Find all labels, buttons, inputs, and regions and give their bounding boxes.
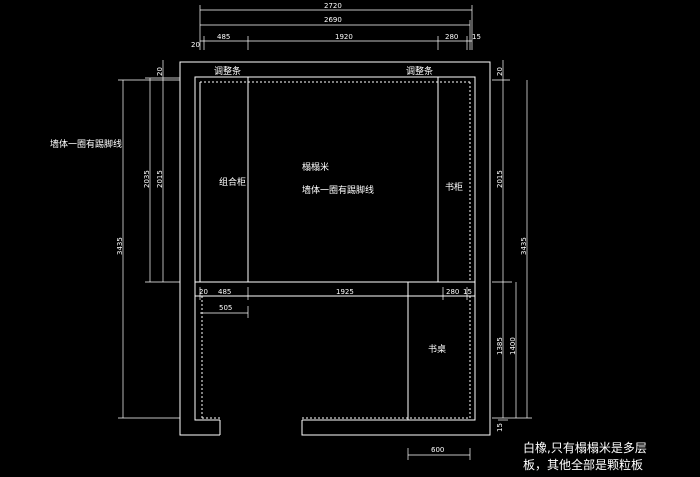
dim-left-a: 2035 xyxy=(143,170,151,188)
label-desk: 书桌 xyxy=(428,343,446,355)
lower-furniture xyxy=(201,282,471,420)
dim-right-a: 2015 xyxy=(496,170,504,188)
dim-mid-seg-5: 15 xyxy=(463,288,472,296)
right-dimensions xyxy=(492,60,532,421)
top-dimensions xyxy=(199,5,473,50)
dim-right-bottom: 15 xyxy=(496,423,504,432)
label-combo-cabinet: 组合柜 xyxy=(219,176,246,188)
dim-left-top: 20 xyxy=(156,67,164,76)
material-note: 白橡,只有榻榻米是多层 板，其他全部是颗粒板 xyxy=(523,440,693,474)
dim-top-seg-2: 485 xyxy=(217,33,230,41)
bottom-dimensions xyxy=(407,448,471,460)
dim-mid-sub: 505 xyxy=(219,304,232,312)
label-wall-note-inner: 墙体一圈有踢脚线 xyxy=(302,184,374,196)
label-adjust-strip-right: 调整条 xyxy=(406,65,433,77)
dim-mid-seg-4: 280 xyxy=(446,288,459,296)
upper-furniture xyxy=(195,77,475,297)
dim-bottom: 600 xyxy=(431,446,444,454)
dim-top-seg-4: 280 xyxy=(445,33,458,41)
dim-top-seg-1: 20 xyxy=(191,41,200,49)
label-wall-note-outer: 墙体一圈有踢脚线 xyxy=(50,138,122,150)
dim-top-inner: 2690 xyxy=(324,16,342,24)
dim-right-d: 1400 xyxy=(509,337,517,355)
dim-right-top: 20 xyxy=(496,67,504,76)
dim-left-total: 3435 xyxy=(116,237,124,255)
dim-top-overall: 2720 xyxy=(324,2,342,10)
left-dimensions xyxy=(118,60,180,419)
material-note-line-1: 白橡,只有榻榻米是多层 xyxy=(523,441,647,455)
label-adjust-strip-left: 调整条 xyxy=(214,65,241,77)
label-tatami: 榻榻米 xyxy=(302,161,329,173)
middle-dimensions xyxy=(199,287,468,318)
dim-top-seg-5: 15 xyxy=(472,33,481,41)
room-walls xyxy=(179,61,491,436)
dim-mid-seg-3: 1925 xyxy=(336,288,354,296)
dim-right-total: 3435 xyxy=(520,237,528,255)
label-bookshelf: 书柜 xyxy=(445,181,463,193)
material-note-line-2: 板，其他全部是颗粒板 xyxy=(523,458,644,472)
dim-mid-seg-2: 485 xyxy=(218,288,231,296)
dim-left-b: 2015 xyxy=(156,170,164,188)
dim-top-seg-3: 1920 xyxy=(335,33,353,41)
dim-mid-seg-1: 20 xyxy=(199,288,208,296)
dim-right-c: 1385 xyxy=(496,337,504,355)
